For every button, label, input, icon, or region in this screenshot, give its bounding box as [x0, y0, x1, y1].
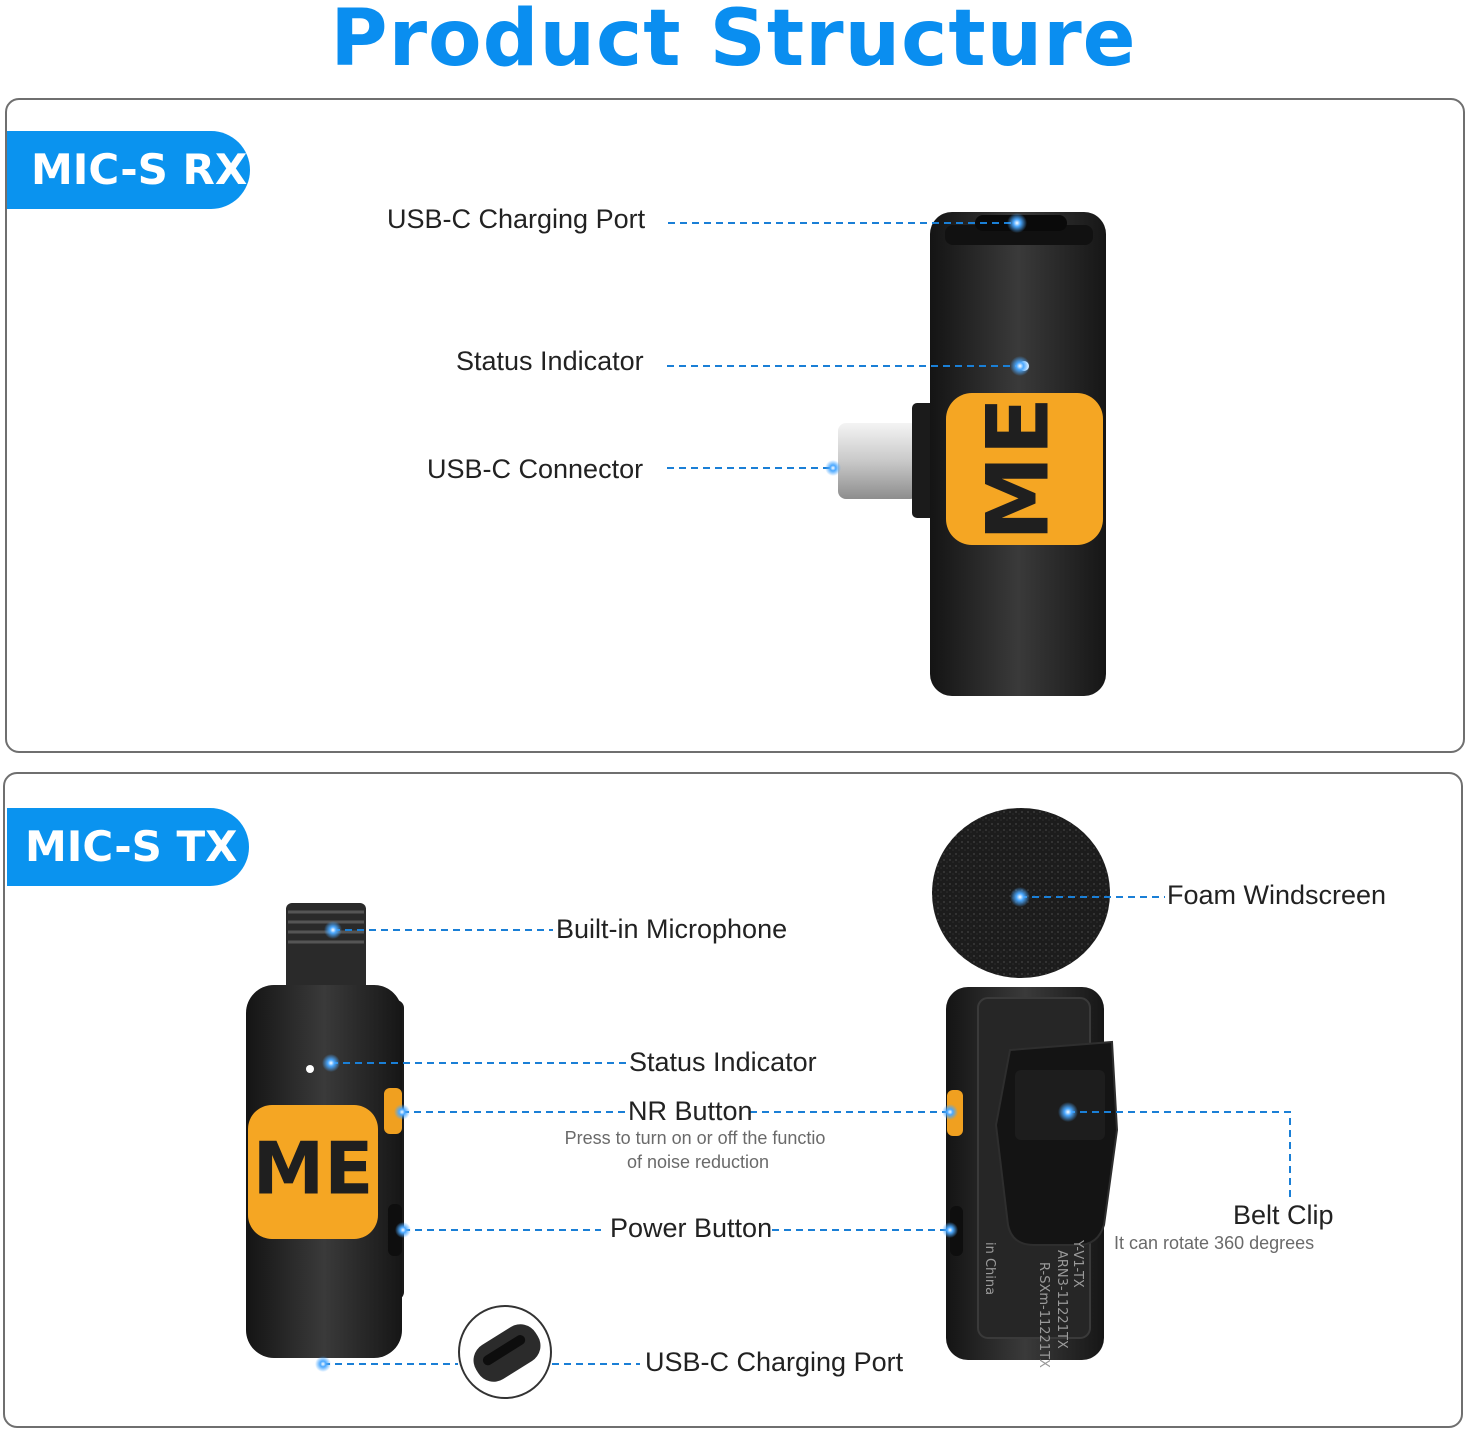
- tx-label-nr-button: NR Button: [628, 1096, 753, 1126]
- rx-tag: MIC-S RX: [7, 131, 250, 209]
- rx-panel: [5, 98, 1465, 753]
- clip-print-1: Y-V1-TX: [1070, 1239, 1085, 1288]
- rx-logo-badge: [946, 393, 1103, 545]
- tx-label-built-in-mic: Built-in Microphone: [556, 914, 788, 944]
- tx-label-status-indicator: Status Indicator: [629, 1047, 817, 1077]
- clip-print-3: R-SXm-11221TX: [1036, 1262, 1051, 1368]
- rx-label-connector: USB-C Connector: [427, 454, 644, 484]
- rx-logo: ME: [968, 397, 1068, 541]
- clip-print-4: in China: [982, 1242, 997, 1295]
- rx-label-status-indicator: Status Indicator: [456, 346, 644, 376]
- tx-status-led: [306, 1065, 314, 1073]
- tx-logo: ME: [253, 1127, 374, 1211]
- usb-c-plug: [838, 423, 918, 499]
- tx-nr-desc-line1: Press to turn on or off the functio: [564, 1128, 826, 1148]
- tx-label-belt-clip: Belt Clip: [1233, 1200, 1334, 1230]
- tx-label-power-button: Power Button: [610, 1213, 773, 1243]
- tx-mic-head: [286, 903, 366, 993]
- tx-belt-clip-desc: It can rotate 360 degrees: [1114, 1233, 1315, 1253]
- tx-label-charging-port: USB-C Charging Port: [645, 1347, 904, 1377]
- clip-print-2: ARN3-11221TX: [1054, 1250, 1069, 1349]
- tx-nr-desc-line2: of noise reduction: [626, 1152, 770, 1172]
- page-title: Product Structure: [330, 0, 1137, 84]
- rx-label-charging-port: USB-C Charging Port: [387, 204, 646, 234]
- tx-nr-button: [384, 1088, 402, 1134]
- tx-transmitter-front: ME: [246, 903, 552, 1399]
- tx-tag: MIC-S TX: [7, 808, 249, 886]
- tx-logo-badge: [248, 1105, 378, 1239]
- tx-label-foam-windscreen: Foam Windscreen: [1167, 880, 1387, 910]
- rx-receiver-device: ME: [838, 212, 1106, 696]
